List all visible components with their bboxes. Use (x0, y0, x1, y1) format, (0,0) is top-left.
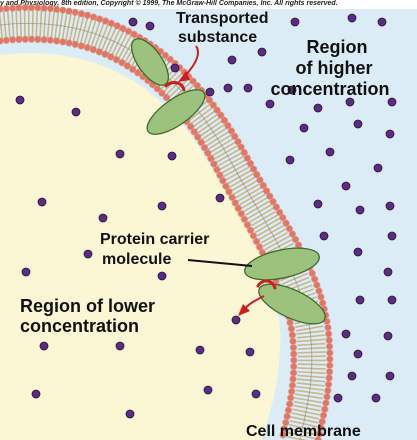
region-higher-line-3: concentration (270, 79, 389, 99)
transported-substance-line-1: Transported (176, 10, 268, 27)
region-lower-line-1: Region of lower (20, 296, 155, 316)
region-higher-line-1: Region (307, 37, 368, 57)
protein-carrier-line-2: molecule (102, 251, 171, 268)
label-cell-membrane: Cell membrane (246, 423, 361, 440)
label-region-lower: Region of lower concentration (20, 296, 155, 336)
protein-carrier-line-1: Protein carrier (100, 231, 209, 248)
region-higher-line-2: of higher (296, 58, 373, 78)
transported-substance-line-2: substance (178, 29, 257, 46)
region-lower-line-2: concentration (20, 316, 139, 336)
